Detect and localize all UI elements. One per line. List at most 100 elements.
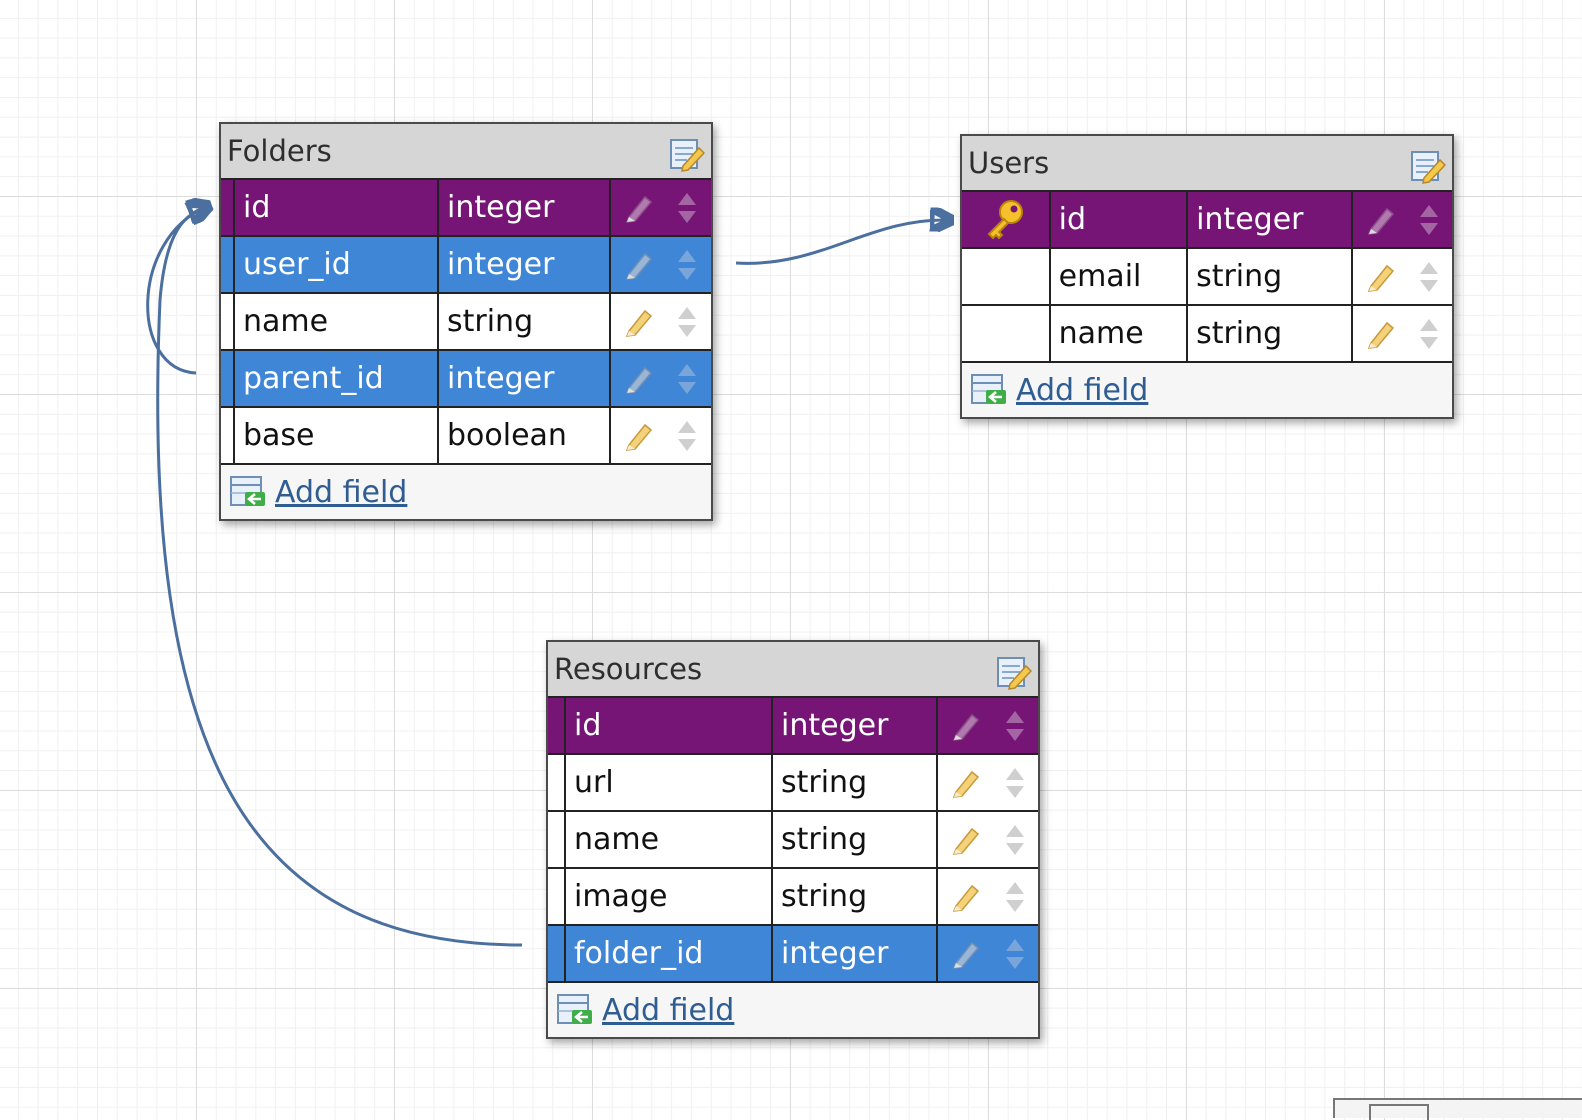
edit-table-icon[interactable] <box>1410 148 1446 184</box>
up-down-arrows-icon[interactable] <box>676 191 698 225</box>
pencil-icon[interactable] <box>623 307 653 337</box>
field-key-cell <box>548 698 566 753</box>
field-type[interactable]: string <box>773 755 938 810</box>
field-actions <box>938 698 1038 753</box>
field-key-cell <box>962 249 1051 304</box>
up-down-arrows-icon[interactable] <box>1004 880 1026 914</box>
field-type[interactable]: string <box>1188 249 1354 304</box>
field-type[interactable]: integer <box>773 698 938 753</box>
field-type[interactable]: integer <box>773 926 938 981</box>
pencil-icon[interactable] <box>623 250 653 280</box>
field-type[interactable]: integer <box>439 351 611 406</box>
field-type[interactable]: integer <box>439 180 611 235</box>
pencil-icon[interactable] <box>950 939 980 969</box>
field-name[interactable]: name <box>235 294 439 349</box>
up-down-arrows-icon[interactable] <box>1418 203 1440 237</box>
up-down-arrows-icon[interactable] <box>1418 260 1440 294</box>
pencil-icon[interactable] <box>623 364 653 394</box>
up-down-arrows-icon[interactable] <box>676 362 698 396</box>
field-actions <box>1353 306 1452 361</box>
field-name[interactable]: base <box>235 408 439 463</box>
add-field-link[interactable]: Add field <box>602 992 735 1028</box>
table-title: Users <box>968 146 1050 180</box>
pencil-icon[interactable] <box>1365 319 1395 349</box>
edit-table-icon[interactable] <box>669 136 705 172</box>
table-header[interactable]: Resources <box>548 642 1038 698</box>
table-title: Resources <box>554 652 703 686</box>
pencil-icon[interactable] <box>950 882 980 912</box>
up-down-arrows-icon[interactable] <box>676 305 698 339</box>
pencil-icon[interactable] <box>1365 262 1395 292</box>
add-field-link[interactable]: Add field <box>275 474 408 510</box>
add-field-icon[interactable] <box>970 372 1008 408</box>
field-name[interactable]: parent_id <box>235 351 439 406</box>
field-type[interactable]: string <box>1188 306 1354 361</box>
field-key-cell <box>962 306 1051 361</box>
up-down-arrows-icon[interactable] <box>1004 937 1026 971</box>
table-title: Folders <box>227 134 332 168</box>
field-type[interactable]: string <box>439 294 611 349</box>
up-down-arrows-icon[interactable] <box>1004 823 1026 857</box>
up-down-arrows-icon[interactable] <box>1418 317 1440 351</box>
table-header[interactable]: Folders <box>221 124 711 180</box>
field-actions <box>1353 249 1452 304</box>
add-field-row: Add field <box>548 983 1038 1037</box>
field-name[interactable]: email <box>1051 249 1189 304</box>
add-field-icon[interactable] <box>229 474 267 510</box>
pencil-icon[interactable] <box>950 768 980 798</box>
field-key-cell <box>962 192 1051 247</box>
field-type[interactable]: integer <box>1188 192 1354 247</box>
field-type[interactable]: string <box>773 869 938 924</box>
field-type[interactable]: boolean <box>439 408 611 463</box>
add-field-row: Add field <box>221 465 711 519</box>
field-name[interactable]: id <box>1051 192 1189 247</box>
table-header[interactable]: Users <box>962 136 1452 192</box>
key-icon <box>987 199 1024 239</box>
field-type[interactable]: integer <box>439 237 611 292</box>
add-field-link[interactable]: Add field <box>1016 372 1149 408</box>
field-name[interactable]: url <box>566 755 773 810</box>
add-field-row: Add field <box>962 363 1452 417</box>
field-name[interactable]: id <box>235 180 439 235</box>
minimap-viewport[interactable] <box>1369 1104 1429 1120</box>
up-down-arrows-icon[interactable] <box>1004 766 1026 800</box>
pencil-icon[interactable] <box>623 421 653 451</box>
field-name[interactable]: id <box>566 698 773 753</box>
field-name[interactable]: folder_id <box>566 926 773 981</box>
field-name[interactable]: name <box>566 812 773 867</box>
field-name[interactable]: image <box>566 869 773 924</box>
field-name[interactable]: name <box>1051 306 1189 361</box>
pencil-icon[interactable] <box>623 193 653 223</box>
field-type[interactable]: string <box>773 812 938 867</box>
pencil-icon[interactable] <box>950 711 980 741</box>
pencil-icon[interactable] <box>1365 205 1395 235</box>
edit-table-icon[interactable] <box>996 654 1032 690</box>
pencil-icon[interactable] <box>950 825 980 855</box>
field-key-cell <box>548 812 566 867</box>
up-down-arrows-icon[interactable] <box>676 248 698 282</box>
field-actions <box>938 869 1038 924</box>
up-down-arrows-icon[interactable] <box>1004 709 1026 743</box>
field-key-cell <box>221 180 235 235</box>
relation-parent-id-to-folders-id <box>146 207 206 375</box>
up-down-arrows-icon[interactable] <box>676 419 698 453</box>
add-field-icon[interactable] <box>556 992 594 1028</box>
minimap-corner[interactable] <box>1333 1098 1582 1120</box>
field-name[interactable]: user_id <box>235 237 439 292</box>
